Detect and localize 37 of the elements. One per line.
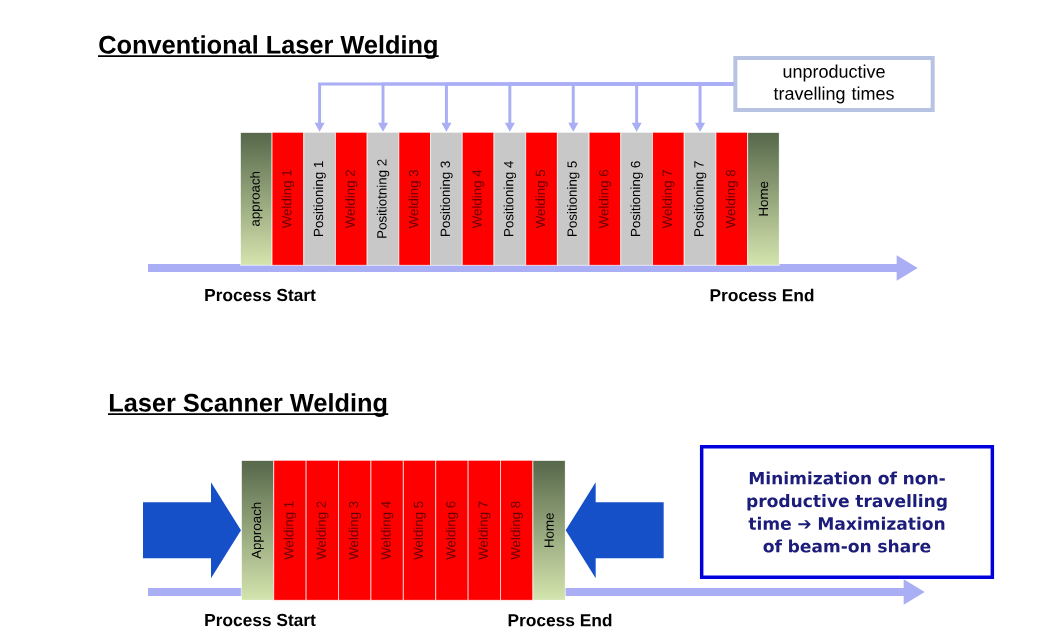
- callout-box: unproductive travelling times: [733, 55, 935, 113]
- welding-segment: Welding 8: [500, 460, 534, 601]
- axis-label: Process Start: [205, 288, 316, 302]
- section-heading: Conventional Laser Welding: [97, 35, 440, 59]
- axis-label: Process Start: [205, 613, 316, 627]
- welding-segment: Welding 7: [652, 132, 685, 266]
- positioning-segment: Positioning 3: [430, 132, 463, 266]
- welding-segment: Welding 2: [305, 460, 339, 601]
- welding-segment: Welding 7: [467, 460, 501, 601]
- process-segment: Approach: [241, 460, 275, 601]
- welding-segment: Welding 2: [335, 132, 368, 266]
- positioning-segment: Positioning 5: [557, 132, 590, 266]
- welding-segment: Welding 6: [435, 460, 469, 601]
- welding-segment: Welding 4: [461, 132, 495, 266]
- process-segment: Home: [747, 132, 780, 266]
- welding-segment: Welding 8: [715, 132, 748, 266]
- welding-segment: Welding 1: [273, 460, 307, 601]
- axis-label: Process End: [508, 613, 612, 627]
- welding-segment: Welding 6: [588, 132, 622, 266]
- section-heading: Laser Scanner Welding: [107, 393, 390, 417]
- welding-segment: Welding 5: [525, 132, 558, 266]
- positioning-segment: Positioning 7: [683, 132, 717, 266]
- welding-segment: Welding 3: [338, 460, 372, 601]
- note-box: Minimization of non-productive travelling time ➔ Maximization of beam-on share: [699, 444, 995, 580]
- process-segment: approach: [240, 132, 273, 266]
- welding-segment: Welding 5: [403, 460, 437, 601]
- axis-label: Process End: [710, 288, 814, 302]
- positioning-segment: Positioning 4: [493, 132, 527, 266]
- process-segment: Home: [532, 460, 566, 601]
- block-arrow: [565, 482, 664, 579]
- positioning-segment: Positiotning 2: [366, 132, 400, 266]
- welding-segment: Welding 1: [271, 132, 305, 266]
- positioning-segment: Positioning 1: [303, 132, 336, 266]
- block-arrow: [143, 482, 241, 579]
- welding-segment: Welding 4: [370, 460, 404, 601]
- positioning-segment: Positioning 6: [620, 132, 653, 266]
- welding-segment: Welding 3: [398, 132, 431, 266]
